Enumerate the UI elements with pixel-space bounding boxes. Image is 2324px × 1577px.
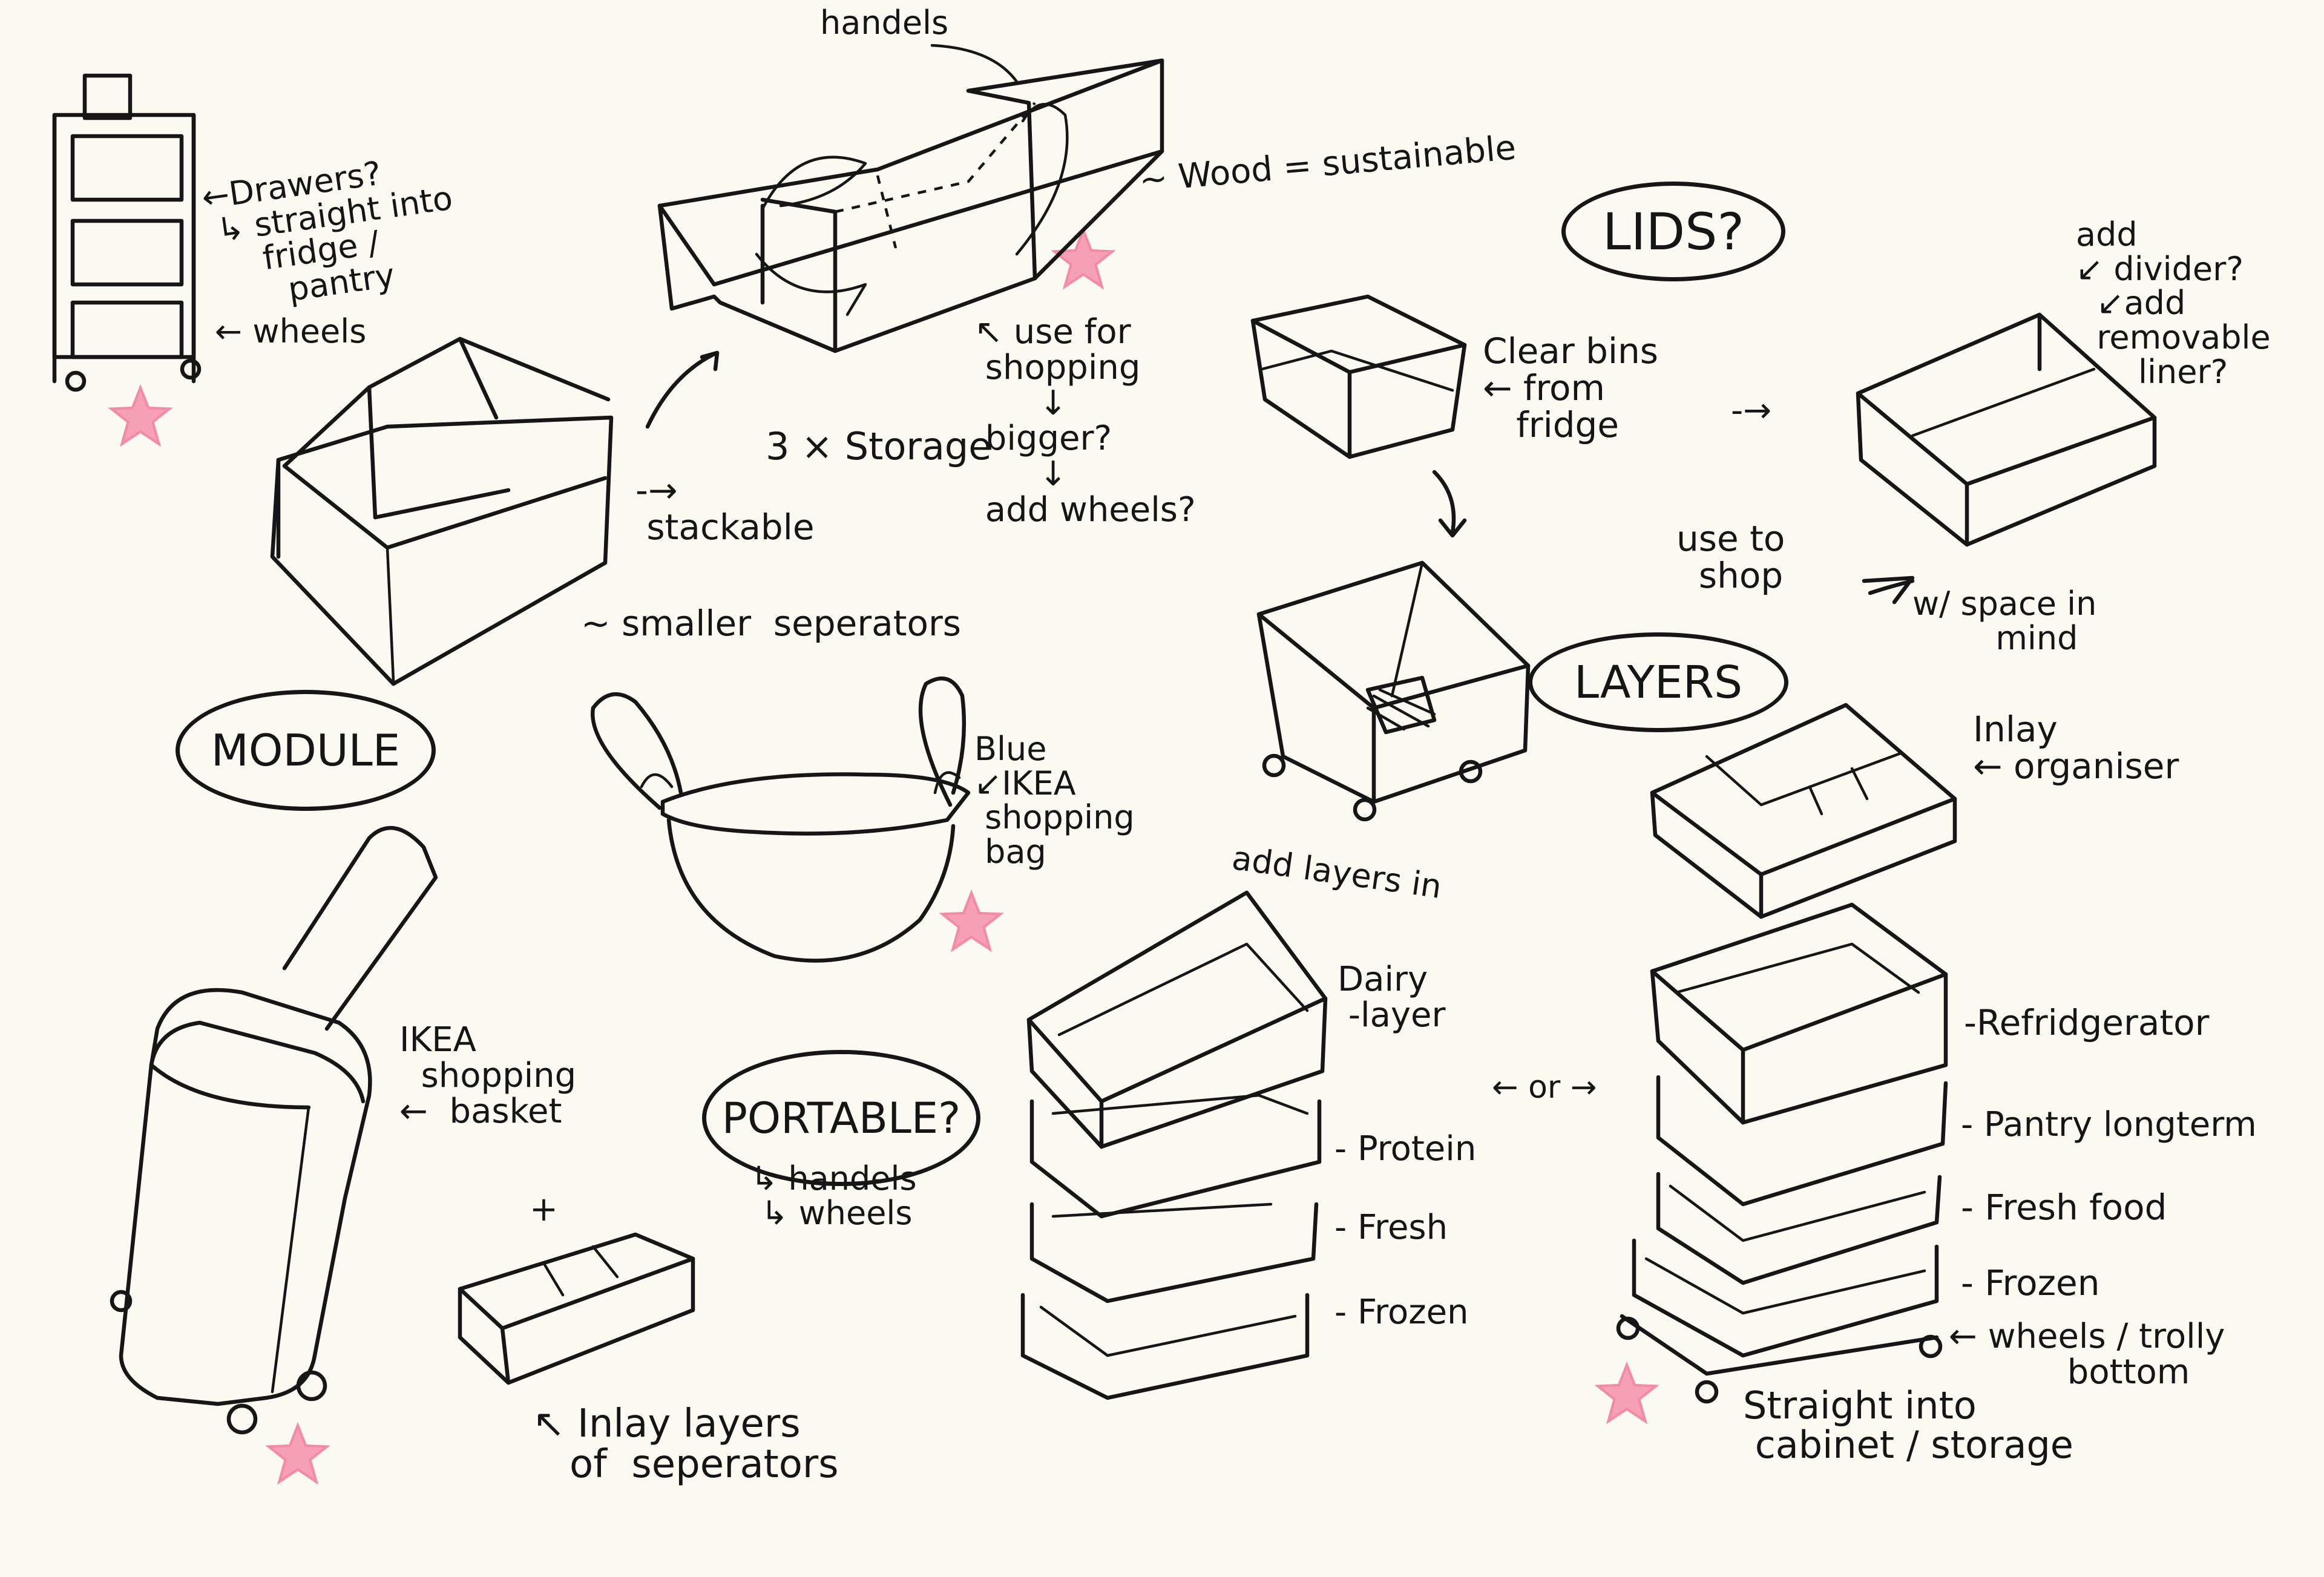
clear-bins-note: Clear bins ← from fridge: [1483, 330, 1659, 445]
wheeled-cart-sketch: [1256, 560, 1531, 822]
long-storage-box-sketch: [657, 44, 1164, 353]
or-connector-label: ← or →: [1492, 1069, 1597, 1106]
arrow-to-box: [645, 350, 720, 429]
inlay-organiser-note: Inlay ← organiser: [1973, 709, 2179, 787]
pink-star-marks: [108, 226, 1659, 1485]
fresh-layer-label: - Fresh: [1334, 1208, 1448, 1247]
use-to-shop-note: use to shop: [1676, 518, 1785, 596]
arrow-down-to-cart: [1432, 470, 1467, 538]
arrow-to-divider-box: [1862, 575, 1915, 605]
portable-sub-note: ↳ handels ↳ wheels: [750, 1159, 917, 1232]
portable-bubble-label: PORTABLE?: [721, 1093, 961, 1143]
layers-bubble-label: LAYERS: [1574, 656, 1743, 709]
space-in-mind-note: w/ space in mind: [1912, 585, 2097, 657]
blue-ikea-bag-note: Blue ↙IKEA shopping bag: [974, 730, 1135, 871]
ikea-shopping-basket-sketch: [110, 826, 438, 1435]
straight-into-cabinet-note: Straight into cabinet / storage: [1743, 1383, 2073, 1467]
three-x-storage-label: 3 × Storage: [766, 424, 992, 468]
lids-bubble-label: LIDS?: [1602, 202, 1745, 261]
module-stackable-box-sketch: [270, 336, 614, 686]
module-bubble-label: MODULE: [211, 725, 401, 776]
layers-bubble: LAYERS: [1528, 632, 1788, 732]
refrigerator-layer-label: -Refridgerator: [1964, 1002, 2210, 1043]
add-divider-note: add ↙ divider? ↙add removable liner?: [2076, 215, 2271, 391]
wheels-trolly-label: ← wheels / trolly bottom: [1949, 1317, 2225, 1392]
wheels-trolley-label: ← wheels: [215, 312, 367, 350]
plus-sign: +: [530, 1190, 558, 1229]
fresh-food-label: - Fresh food: [1961, 1187, 2167, 1228]
frozen-layer-right-label: - Frozen: [1961, 1262, 2100, 1303]
protein-layer-label: - Protein: [1334, 1129, 1477, 1169]
inlay-organiser-sketch: [1650, 703, 1957, 919]
arrow-right-note: -→: [1731, 391, 1772, 430]
use-for-shopping-note: ↖ use for shopping ↓ bigger? ↓ add wheel…: [974, 312, 1196, 529]
inlay-layers-note: ↖ Inlay layers of seperators: [533, 1402, 839, 1487]
layered-stack-left-sketch: [1020, 890, 1328, 1400]
portable-bubble: PORTABLE?: [702, 1050, 980, 1186]
inlay-separator-box-sketch: [458, 1232, 695, 1385]
clear-bin-sketch: [1250, 294, 1467, 459]
drawer-trolley-sketch: [52, 73, 202, 392]
stackable-label: -→ stackable: [635, 470, 815, 548]
pantry-longterm-label: - Pantry longterm: [1961, 1105, 2257, 1144]
module-bubble: MODULE: [176, 690, 436, 811]
blue-ikea-bag-sketch: [590, 676, 971, 963]
lids-bubble: LIDS?: [1561, 182, 1785, 281]
divider-box-sketch: [1856, 312, 2157, 547]
ikea-basket-note: IKEA shopping ← basket: [399, 1020, 577, 1131]
dairy-layer-label: Dairy -layer: [1338, 960, 1446, 1035]
handels-top-label: handels: [820, 4, 949, 42]
smaller-seperators-label: ~ smaller seperators: [581, 603, 962, 644]
layered-stack-right-sketch: [1616, 902, 1948, 1404]
frozen-layer-left-label: - Frozen: [1334, 1293, 1469, 1332]
